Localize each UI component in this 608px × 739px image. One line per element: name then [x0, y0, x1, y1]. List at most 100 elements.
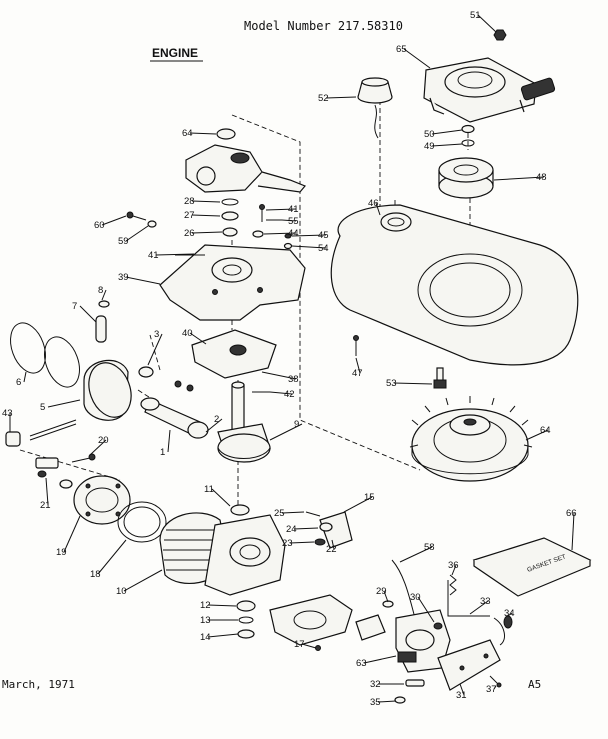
washer-59: [147, 220, 157, 228]
nut-51: [493, 29, 507, 41]
callout-64: 64: [182, 128, 193, 139]
leader-line-3: [147, 333, 163, 366]
leader-line-64: [525, 429, 549, 441]
gasket-40: [191, 329, 277, 379]
screw-37: [489, 675, 502, 688]
leader-line-25: [281, 511, 305, 514]
callout-9: 9: [294, 419, 299, 430]
callout-41: 41: [288, 204, 299, 215]
crankshaft: [217, 381, 271, 463]
screw-25: [305, 511, 321, 517]
callout-50: 50: [424, 129, 435, 140]
leader-line-42: [269, 391, 293, 395]
piston: [83, 359, 132, 421]
callout-40: 40: [182, 328, 193, 339]
callout-49: 49: [424, 141, 435, 152]
ring-14: [237, 629, 255, 639]
leader-line-1: [167, 429, 171, 453]
leader-line-58: [399, 546, 433, 563]
callout-48: 48: [536, 172, 547, 183]
leader-line-37: [493, 685, 497, 690]
leader-line-5: [47, 399, 81, 408]
leader-line-60: [101, 215, 127, 226]
leader-line-6: [23, 371, 27, 383]
callout-44: 44: [288, 228, 299, 239]
leader-line-17: [301, 643, 317, 649]
leader-line-22: [331, 539, 335, 550]
callout-5: 5: [40, 402, 45, 413]
callout-24: 24: [286, 524, 297, 535]
callout-19: 19: [56, 547, 67, 558]
leader-line-38: [261, 371, 297, 380]
washer-50: [461, 124, 475, 134]
leader-line-40: [189, 332, 207, 345]
callout-32: 32: [370, 679, 381, 690]
leader-line-10: [123, 569, 163, 592]
cylinder-block: [159, 512, 286, 596]
washer-26: [222, 227, 238, 237]
callout-39: 39: [118, 272, 129, 283]
callout-leaders: [9, 14, 575, 703]
leader-line-39: [125, 276, 161, 285]
callout-52: 52: [318, 93, 329, 104]
reed-valve-assembly: [269, 511, 353, 646]
rewind-starter-housing: [423, 57, 556, 123]
carburetor-assembly: [185, 128, 306, 193]
callout-36: 36: [448, 560, 459, 571]
leader-line-47: [355, 357, 361, 374]
callout-18: 18: [90, 569, 101, 580]
callout-45: 45: [318, 230, 329, 241]
leader-line-15: [343, 496, 373, 513]
clip-8: [98, 300, 110, 308]
cylinder-head-cover: [73, 475, 131, 525]
leader-line-45: [291, 234, 327, 237]
callout-64: 64: [540, 425, 551, 436]
screw-20: [71, 453, 96, 463]
fitting-21: [35, 457, 73, 489]
nut-45: [284, 233, 292, 239]
callout-31: 31: [456, 690, 467, 701]
leader-line-51: [477, 14, 497, 33]
washer-54: [283, 242, 293, 250]
callout-60: 60: [94, 220, 105, 231]
screw-47: [353, 335, 359, 356]
leader-line-49: [431, 143, 463, 147]
leader-line-19: [63, 515, 81, 553]
leader-line-20: [89, 439, 107, 456]
callout-6: 6: [16, 377, 21, 388]
leader-line-36: [451, 564, 457, 576]
leader-line-11: [211, 488, 231, 507]
callout-8: 8: [98, 285, 103, 296]
leader-line-41: [155, 253, 195, 256]
callout-27: 27: [184, 210, 195, 221]
leader-line-31: [459, 683, 465, 696]
callout-12: 12: [200, 600, 211, 611]
throttle-link: [447, 580, 513, 646]
callout-34: 34: [504, 608, 515, 619]
callout-63: 63: [356, 658, 367, 669]
leader-line-2: [205, 418, 223, 433]
screw-30: [433, 622, 443, 630]
footer-page-ref: A5: [528, 678, 541, 691]
leader-line-52: [325, 96, 357, 99]
callout-38: 38: [288, 374, 299, 385]
leader-line-48: [493, 176, 545, 181]
crankcase-cover-plate: [159, 244, 306, 321]
callout-33: 33: [480, 596, 491, 607]
spark-plug: [433, 367, 447, 389]
leader-line-21: [45, 477, 49, 506]
leader-line-28: [191, 200, 221, 203]
callout-59: 59: [118, 236, 129, 247]
callout-15: 15: [364, 492, 375, 503]
callout-25: 25: [274, 508, 285, 519]
model-number: Model Number 217.58310: [244, 19, 403, 33]
leader-line-54: [291, 245, 327, 249]
washer-35: [394, 696, 406, 704]
callout-26: 26: [184, 228, 195, 239]
leader-line-34: [507, 612, 513, 617]
washer-13: [238, 616, 254, 624]
leader-line-7: [79, 305, 97, 323]
leader-line-35: [377, 700, 397, 703]
